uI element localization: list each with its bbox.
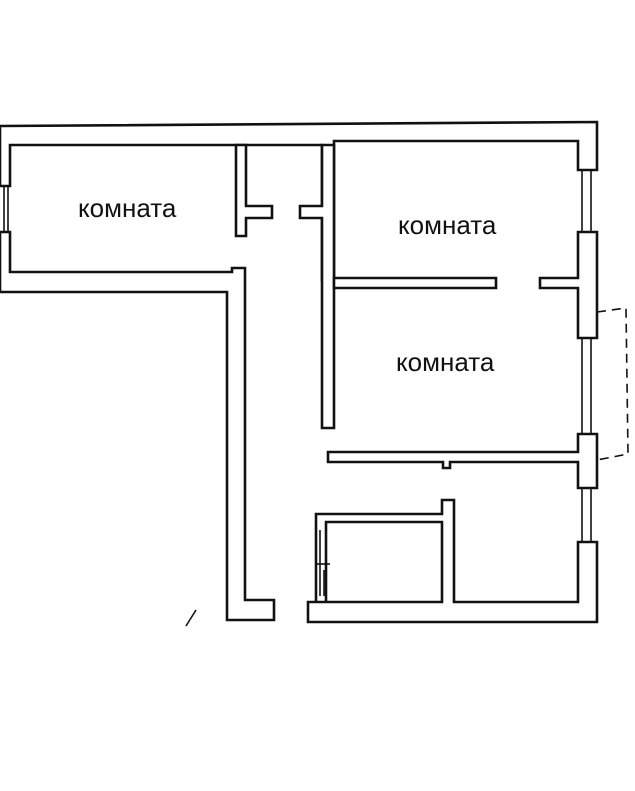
right-window-lower: [581, 488, 592, 542]
left-window: [3, 186, 9, 232]
right-window-upper: [581, 170, 592, 232]
pencil-mark: [185, 609, 197, 627]
room-label-upper-right: комната: [398, 210, 497, 240]
corridor-partition-right: [298, 143, 336, 430]
room-label-middle-right: комната: [396, 347, 495, 377]
bathroom-walls: [306, 498, 599, 624]
room-divider-wall: [332, 230, 599, 340]
left-room-bottom-wall: [0, 230, 276, 622]
lower-room-wall: [326, 432, 599, 490]
room-label-left: комната: [78, 193, 177, 223]
corridor-partition-left: [234, 143, 274, 238]
right-window-middle: [581, 338, 592, 434]
